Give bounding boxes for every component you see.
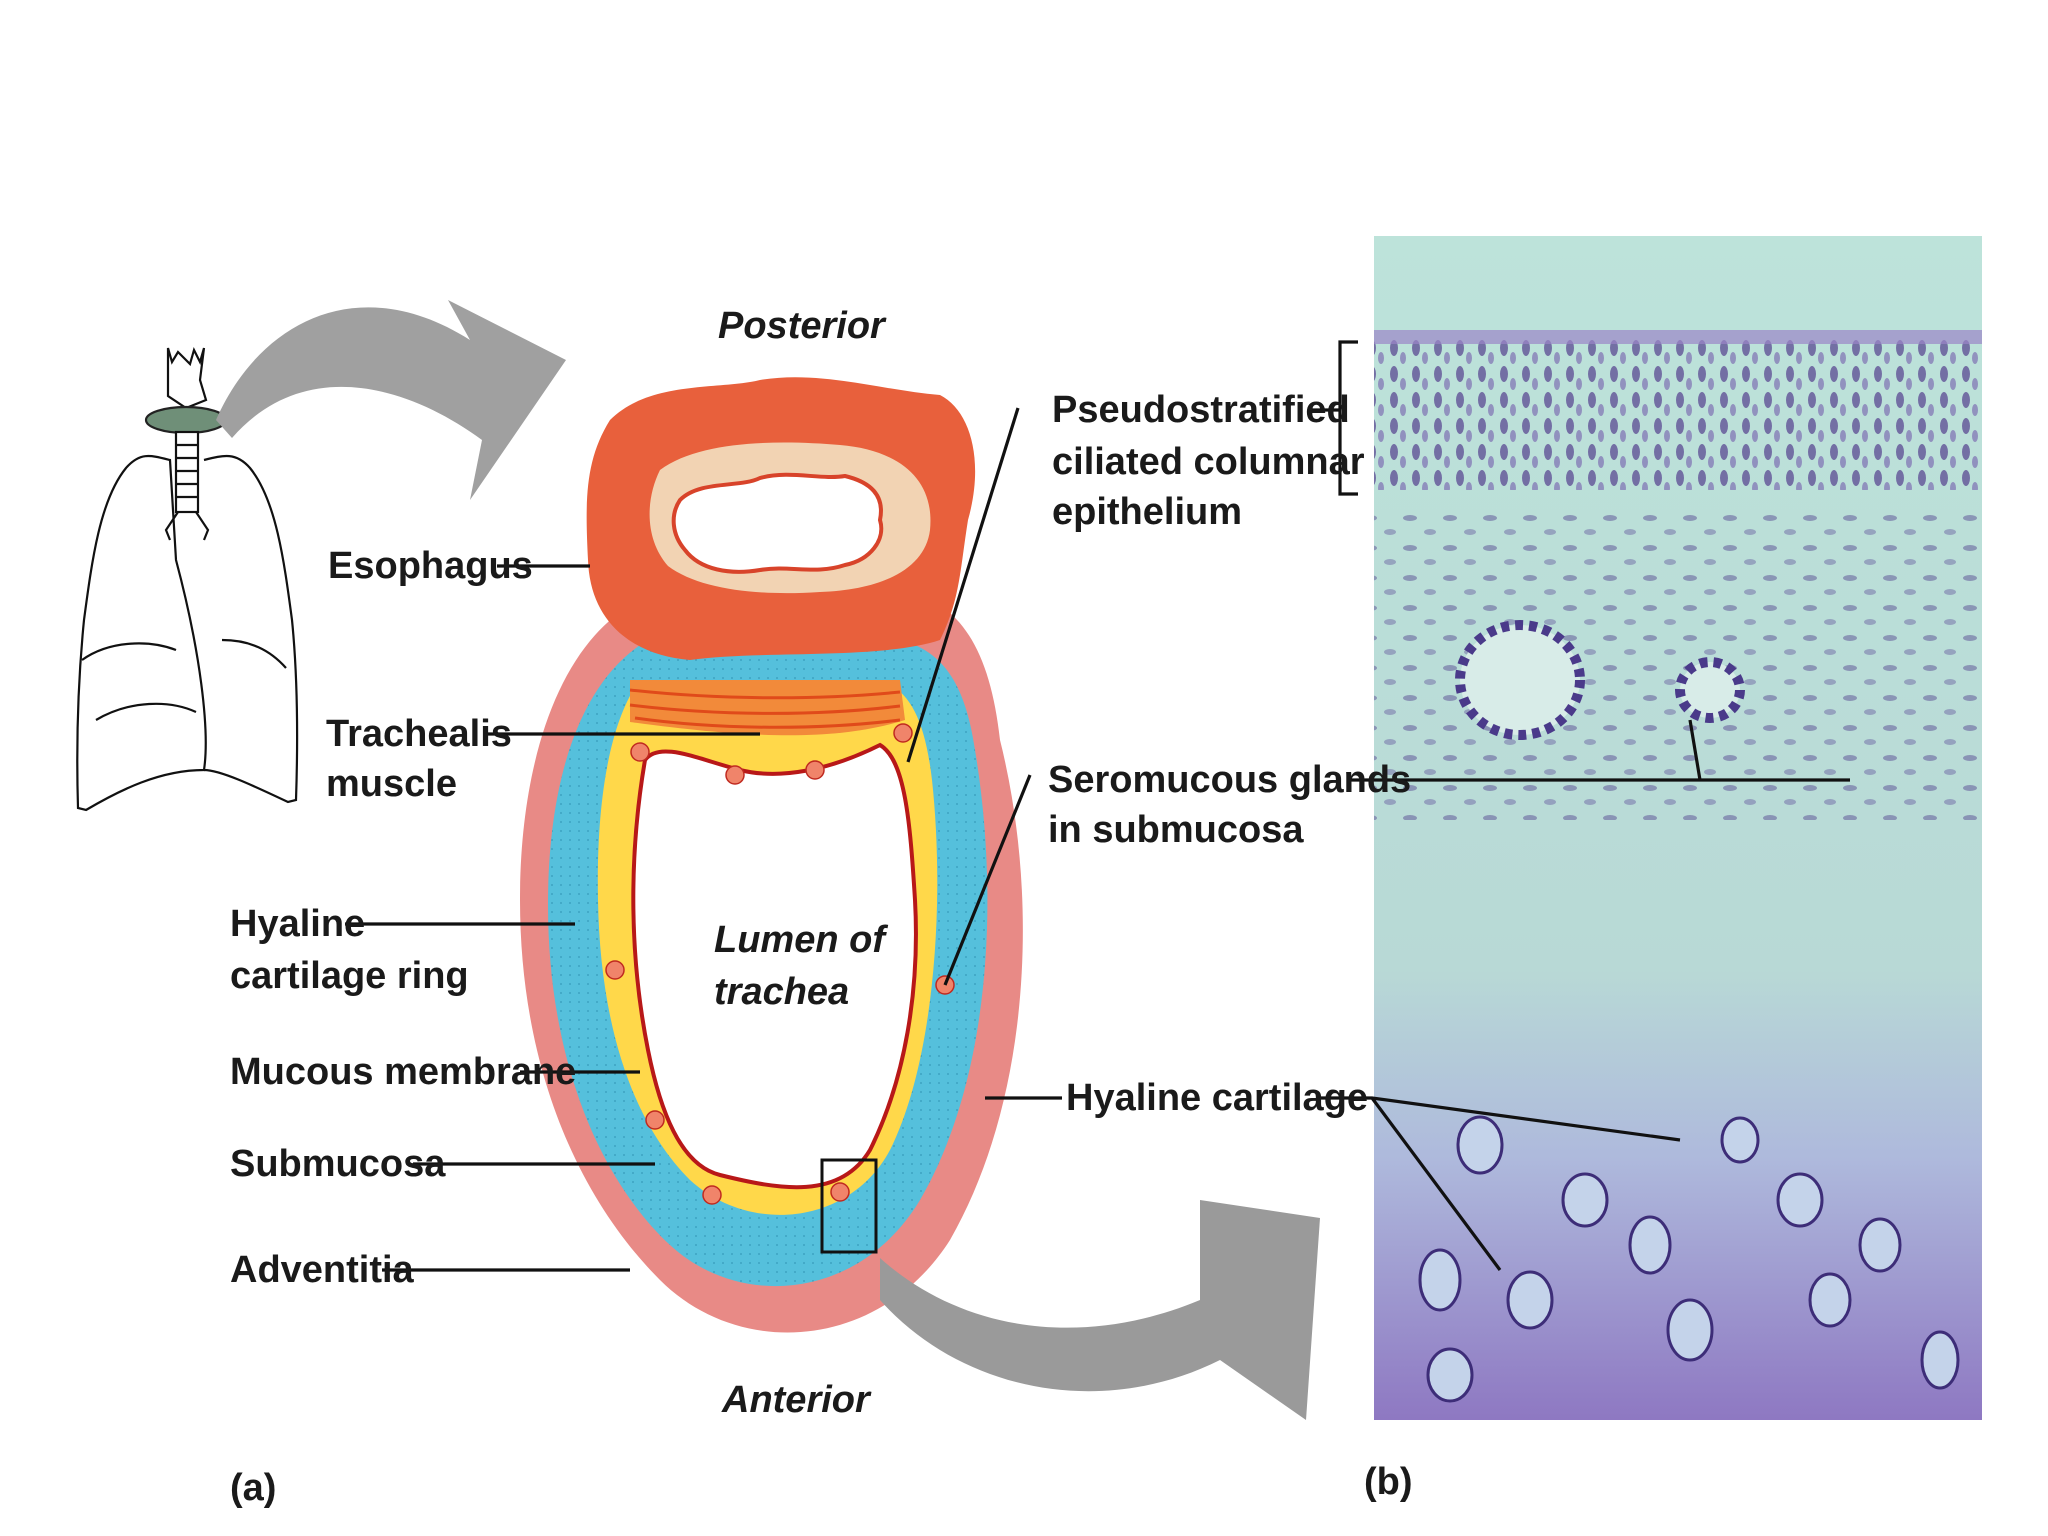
label-pseudo-line1: Pseudostratified bbox=[1052, 389, 1350, 431]
label-esophagus: Esophagus bbox=[328, 545, 533, 587]
label-pseudo-line3: epithelium bbox=[1052, 491, 1242, 533]
label-trachealis-line1: Trachealis bbox=[326, 713, 512, 755]
label-hyaline-cartilage: Hyaline cartilage bbox=[1066, 1077, 1368, 1119]
upper-arrow bbox=[216, 300, 566, 500]
label-seromucous-line2: in submucosa bbox=[1048, 809, 1304, 851]
micrograph bbox=[1374, 236, 1982, 1420]
label-hyaline-ring-line1: Hyaline bbox=[230, 903, 365, 945]
label-trachealis-line2: muscle bbox=[326, 763, 457, 805]
label-pseudo-line2: ciliated columnar bbox=[1052, 441, 1365, 483]
lower-arrow bbox=[880, 1200, 1320, 1420]
label-submucosa: Submucosa bbox=[230, 1143, 446, 1185]
label-adventitia: Adventitia bbox=[230, 1249, 415, 1291]
label-lumen-line1: Lumen of bbox=[714, 919, 888, 961]
label-anterior: Anterior bbox=[721, 1379, 872, 1421]
label-posterior: Posterior bbox=[718, 305, 887, 347]
label-hyaline-ring-line2: cartilage ring bbox=[230, 955, 469, 997]
label-mucous-membrane: Mucous membrane bbox=[230, 1051, 576, 1093]
lung-sketch bbox=[76, 346, 299, 812]
label-seromucous-line1: Seromucous glands bbox=[1048, 759, 1411, 801]
panel-label-b: (b) bbox=[1364, 1461, 1413, 1503]
label-lumen-line2: trachea bbox=[714, 971, 849, 1013]
panel-label-a: (a) bbox=[230, 1467, 276, 1509]
trachea-section bbox=[520, 377, 1023, 1333]
leader-lines bbox=[345, 340, 1850, 1272]
